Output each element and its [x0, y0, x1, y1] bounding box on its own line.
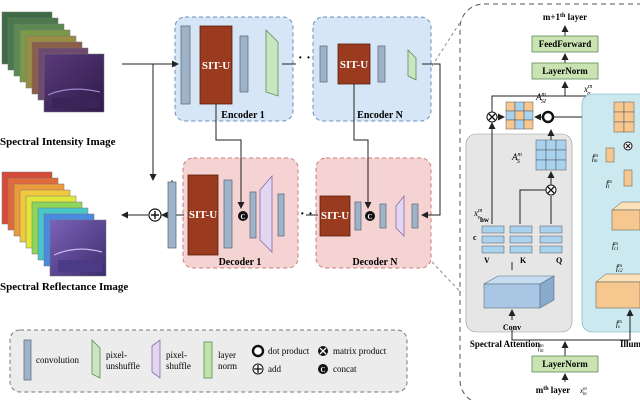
v-label: V — [484, 256, 490, 265]
layernorm-top-box — [531, 62, 599, 80]
reflectance-image-label: Spectral Reflectance Image — [0, 281, 128, 293]
decoder-n-conv-2 — [379, 203, 387, 229]
c-label: c — [473, 233, 477, 242]
fc2-block — [595, 273, 640, 309]
fc1-block — [611, 201, 640, 231]
legend-unshuffle-label-1: pixel- — [106, 350, 127, 360]
hw-label: hw — [480, 216, 490, 224]
legend-add-label: add — [268, 364, 281, 374]
asi-matrix — [505, 101, 534, 130]
legend-norm-label-2: norm — [218, 361, 237, 371]
decoder-1-situ — [187, 174, 219, 256]
encoder-n-label: Encoder N — [357, 110, 403, 121]
legend-shuffle-label-2: shuffle — [166, 361, 191, 371]
legend-conv-swatch — [23, 339, 32, 381]
k-label: K — [520, 256, 527, 265]
k-stack — [509, 225, 533, 254]
output-layer-label: m+1th layer — [543, 12, 587, 22]
legend-dot-product-icon — [251, 344, 265, 358]
decoder-n-shuffle — [395, 194, 405, 237]
encoder-1-situ — [199, 25, 233, 105]
intensity-image-stack — [1, 11, 105, 113]
layernorm-bottom-box — [531, 355, 599, 373]
decoder-n-concat-icon — [365, 211, 375, 221]
q-label: Q — [556, 256, 562, 265]
legend-unshuffle-swatch — [91, 339, 101, 379]
feedforward-box — [531, 35, 599, 53]
legend-norm-label-1: layer — [218, 350, 236, 360]
input-layer-label: mth layer — [536, 385, 571, 395]
legend-conv-label: convolution — [36, 355, 79, 365]
legend-unshuffle-label-2: unshuffle — [106, 361, 140, 371]
output-conv — [167, 181, 177, 249]
encoder-1-situ-label: SIT-U — [202, 60, 230, 72]
encoder-n-situ — [337, 43, 371, 85]
dot-product-icon — [541, 110, 555, 124]
encoder-n-conv — [319, 45, 328, 83]
fl-block — [623, 169, 633, 187]
encoder-n-block — [312, 16, 432, 122]
illumination-region — [581, 93, 640, 333]
legend-concat-label: concat — [333, 364, 357, 374]
as-matrix — [535, 139, 567, 171]
legend-concat-icon — [318, 364, 328, 374]
legend-shuffle-swatch — [151, 339, 161, 379]
decoder-1-conv — [223, 179, 233, 249]
decoder-n-situ — [319, 195, 351, 237]
decoder-1-label: Decoder 1 — [219, 257, 262, 268]
conv-label: Conv — [503, 323, 521, 332]
legend-norm-swatch — [203, 341, 213, 379]
feedforward-label: FeedForward — [539, 39, 591, 49]
encoder-1-unshuffle — [265, 29, 279, 97]
reflectance-image-stack — [1, 171, 107, 277]
encoder-1-conv — [180, 25, 191, 105]
svg-text:C: C — [320, 366, 325, 374]
svg-text:C: C — [367, 213, 372, 221]
decoder-1-concat-icon — [238, 211, 248, 221]
illumination-label: Illumination — [620, 339, 640, 349]
encoder-n-situ-label: SIT-U — [340, 59, 368, 71]
conv-block — [482, 275, 556, 309]
encoder-1-label: Encoder 1 — [221, 110, 264, 121]
encoder-n-conv-2 — [377, 45, 386, 83]
q-stack — [539, 225, 563, 254]
decoder-n-conv — [354, 201, 362, 231]
legend-matrix-product-label: matrix product — [333, 346, 387, 356]
decoder-1-shuffle — [259, 174, 273, 253]
fm-block — [605, 147, 615, 163]
illumination-matrix — [613, 101, 635, 133]
decoder-1-situ-label: SIT-U — [189, 209, 217, 221]
encoder-1-conv-2 — [239, 35, 249, 93]
legend-dot-product-label: dot product — [268, 346, 310, 356]
svg-text:C: C — [240, 213, 245, 221]
decoder-1-conv-2 — [249, 191, 257, 239]
legend-shuffle-label-1: pixel- — [166, 350, 187, 360]
layernorm-bottom-label: LayerNorm — [542, 359, 588, 369]
decoder-n-label: Decoder N — [352, 257, 398, 268]
v-stack — [481, 225, 505, 254]
decoder-1-conv-3 — [277, 193, 285, 237]
decoder-n-situ-label: SIT-U — [321, 210, 349, 222]
decoder-n-conv-3 — [411, 203, 419, 229]
encoder-n-unshuffle — [407, 49, 417, 81]
layernorm-top-label: LayerNorm — [542, 66, 588, 76]
spectral-attention-label: Spectral Attention — [470, 339, 540, 349]
intensity-image-label: Spectral Intensity Image — [0, 136, 116, 148]
